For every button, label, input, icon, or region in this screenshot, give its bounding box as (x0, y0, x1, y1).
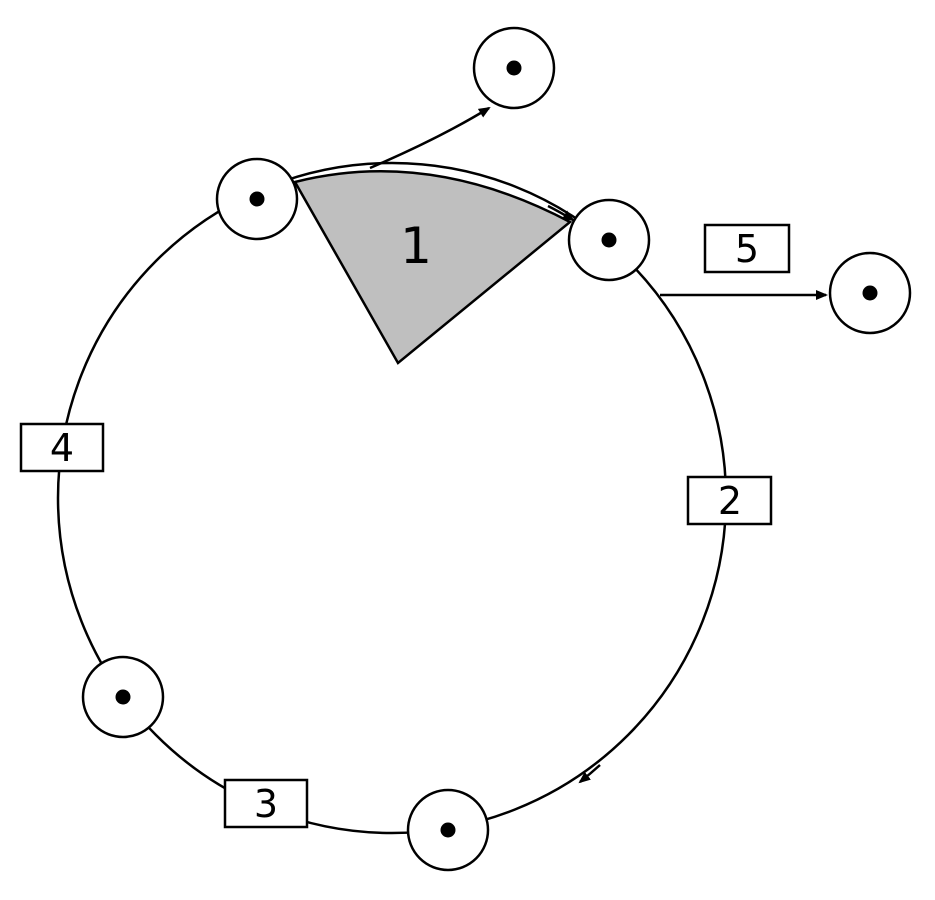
label-box-5: 5 (703, 223, 791, 274)
label-box-2-text: 2 (718, 479, 742, 523)
node-right-outer (828, 251, 912, 335)
label-box-4-text: 4 (50, 426, 74, 470)
label-box-3: 3 (223, 778, 309, 829)
label-box-4: 4 (19, 422, 105, 473)
dot-in-circle-icon (115, 689, 131, 705)
arrow-to-top-outer-node (369, 106, 491, 170)
node-right (567, 198, 651, 282)
arrow-ring-lower-right (578, 764, 601, 784)
dot-in-circle-icon (506, 60, 522, 76)
node-bottom (406, 788, 490, 872)
label-box-3-text: 3 (254, 782, 278, 826)
dot-in-circle-icon (249, 191, 265, 207)
node-bottom-left (81, 655, 165, 739)
label-box-5-text: 5 (735, 227, 759, 271)
sector-1-label: 1 (400, 217, 432, 275)
dot-in-circle-icon (862, 285, 878, 301)
label-box-2: 2 (686, 475, 773, 526)
dot-in-circle-icon (601, 232, 617, 248)
node-top-left (215, 157, 299, 241)
sector-1 (293, 170, 573, 365)
arrow-into-right-node (547, 204, 575, 222)
node-top-outer (472, 26, 556, 110)
dot-in-circle-icon (440, 822, 456, 838)
